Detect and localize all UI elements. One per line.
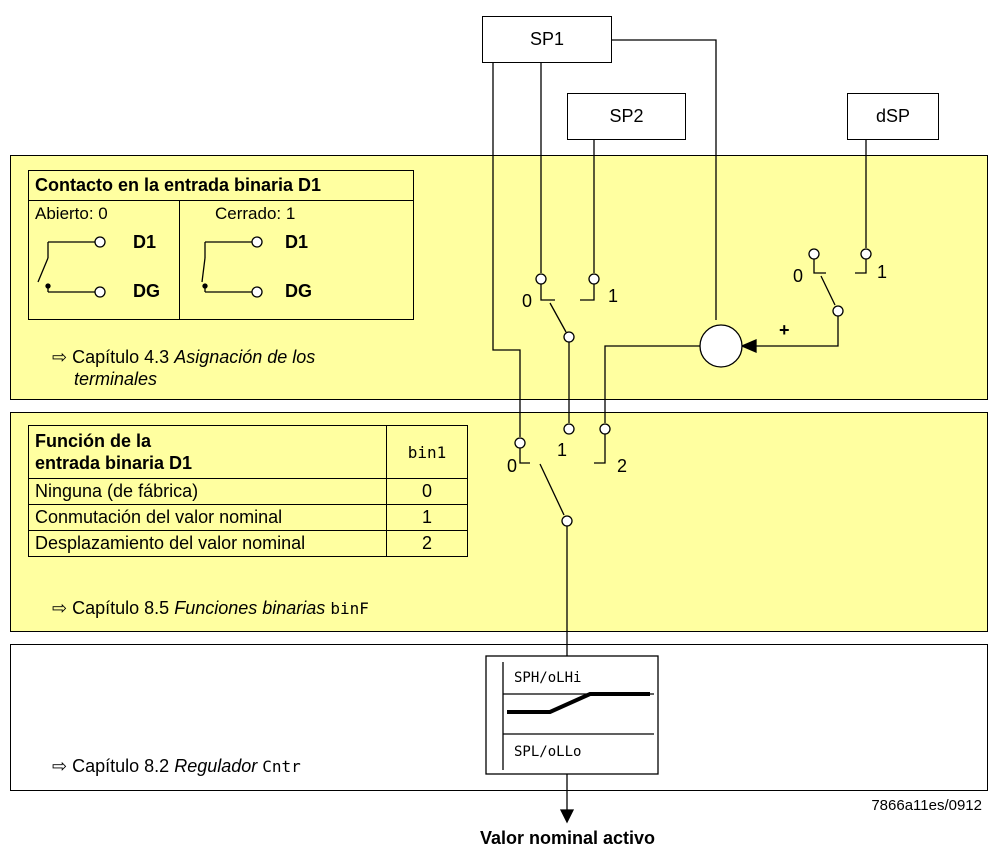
function-header: Función de la entrada binaria D1 xyxy=(28,425,387,479)
summing-plus: + xyxy=(779,320,790,340)
chapter-ref-controller: ⇨ Capítulo 8.2 Regulador Cntr xyxy=(52,756,301,777)
chapter-title: Funciones binarias xyxy=(174,598,326,618)
switch2 xyxy=(514,423,611,656)
sp1-wire-summing xyxy=(612,39,717,320)
chapter-title-line2: terminales xyxy=(74,369,158,389)
arrow-icon: ⇨ xyxy=(52,598,68,618)
chapter-ref-binary: ⇨ Capítulo 8.5 Funciones binarias binF xyxy=(52,598,369,619)
open-contact-symbol xyxy=(37,236,106,298)
open-label: Abierto: 0 xyxy=(35,204,108,223)
switch2-pos0: 0 xyxy=(507,456,518,476)
closed-contact-symbol xyxy=(201,236,263,298)
limiter-bottom-label: SPL/oLLo xyxy=(514,744,582,760)
contact-table: Contacto en la entrada binaria D1 Abiert… xyxy=(28,170,414,320)
chapter-param: binF xyxy=(330,599,369,618)
chapter-title: Regulador xyxy=(174,756,258,776)
function-row-label: Ninguna (de fábrica) xyxy=(28,478,387,505)
limiter-box xyxy=(485,655,659,775)
open-terminal-d1: D1 xyxy=(133,232,157,252)
arrow-icon: ⇨ xyxy=(52,756,68,776)
sp1-box: SP1 xyxy=(482,16,612,63)
sp2-box: SP2 xyxy=(567,93,686,140)
output-label: Valor nominal activo xyxy=(480,828,656,848)
contact-table-divider-v xyxy=(179,200,180,320)
chapter-number: Capítulo 4.3 xyxy=(72,347,170,367)
panel-setpoint-switching xyxy=(10,155,988,400)
open-terminal-dg: DG xyxy=(133,281,160,301)
binary-function-table: Función de la entrada binaria D1 bin1 Ni… xyxy=(28,425,468,557)
chapter-title: Asignación de los xyxy=(174,347,316,367)
dsp-switch-pos1: 1 xyxy=(877,262,888,282)
chapter-ref-terminals: ⇨ Capítulo 4.3 Asignación de los termina… xyxy=(52,346,315,390)
switch2-pos2: 2 xyxy=(617,456,628,476)
summing-output xyxy=(604,345,700,423)
figure-code: 7866a11es/0912 xyxy=(871,797,982,814)
switch1 xyxy=(535,273,600,423)
chapter-number: Capítulo 8.5 xyxy=(72,598,170,618)
chapter-number: Capítulo 8.2 xyxy=(72,756,170,776)
dsp-box: dSP xyxy=(847,93,939,140)
switch2-pos1: 1 xyxy=(557,440,568,460)
function-row-value: 1 xyxy=(386,504,468,531)
switch1-pos0: 0 xyxy=(522,291,533,311)
sp1-wire-left xyxy=(492,63,521,437)
function-row-label: Conmutación del valor nominal xyxy=(28,504,387,531)
closed-terminal-d1: D1 xyxy=(285,232,309,252)
switch-dsp xyxy=(740,248,872,353)
function-row-label: Desplazamiento del valor nominal xyxy=(28,530,387,557)
closed-label: Cerrado: 1 xyxy=(215,204,296,223)
arrow-icon: ⇨ xyxy=(52,347,68,367)
function-row-value: 2 xyxy=(386,530,468,557)
closed-terminal-dg: DG xyxy=(285,281,312,301)
contact-table-title: Contacto en la entrada binaria D1 xyxy=(35,175,322,195)
chapter-param: Cntr xyxy=(262,757,301,776)
limiter-top-label: SPH/oLHi xyxy=(514,670,582,686)
limiter-curve xyxy=(507,692,650,714)
dsp-switch-pos0: 0 xyxy=(793,266,804,286)
switch1-pos1: 1 xyxy=(608,286,619,306)
function-row-value: 0 xyxy=(386,478,468,505)
output-arrow-icon xyxy=(559,809,575,824)
summing-point xyxy=(699,324,743,368)
contact-table-divider-h xyxy=(29,200,413,201)
